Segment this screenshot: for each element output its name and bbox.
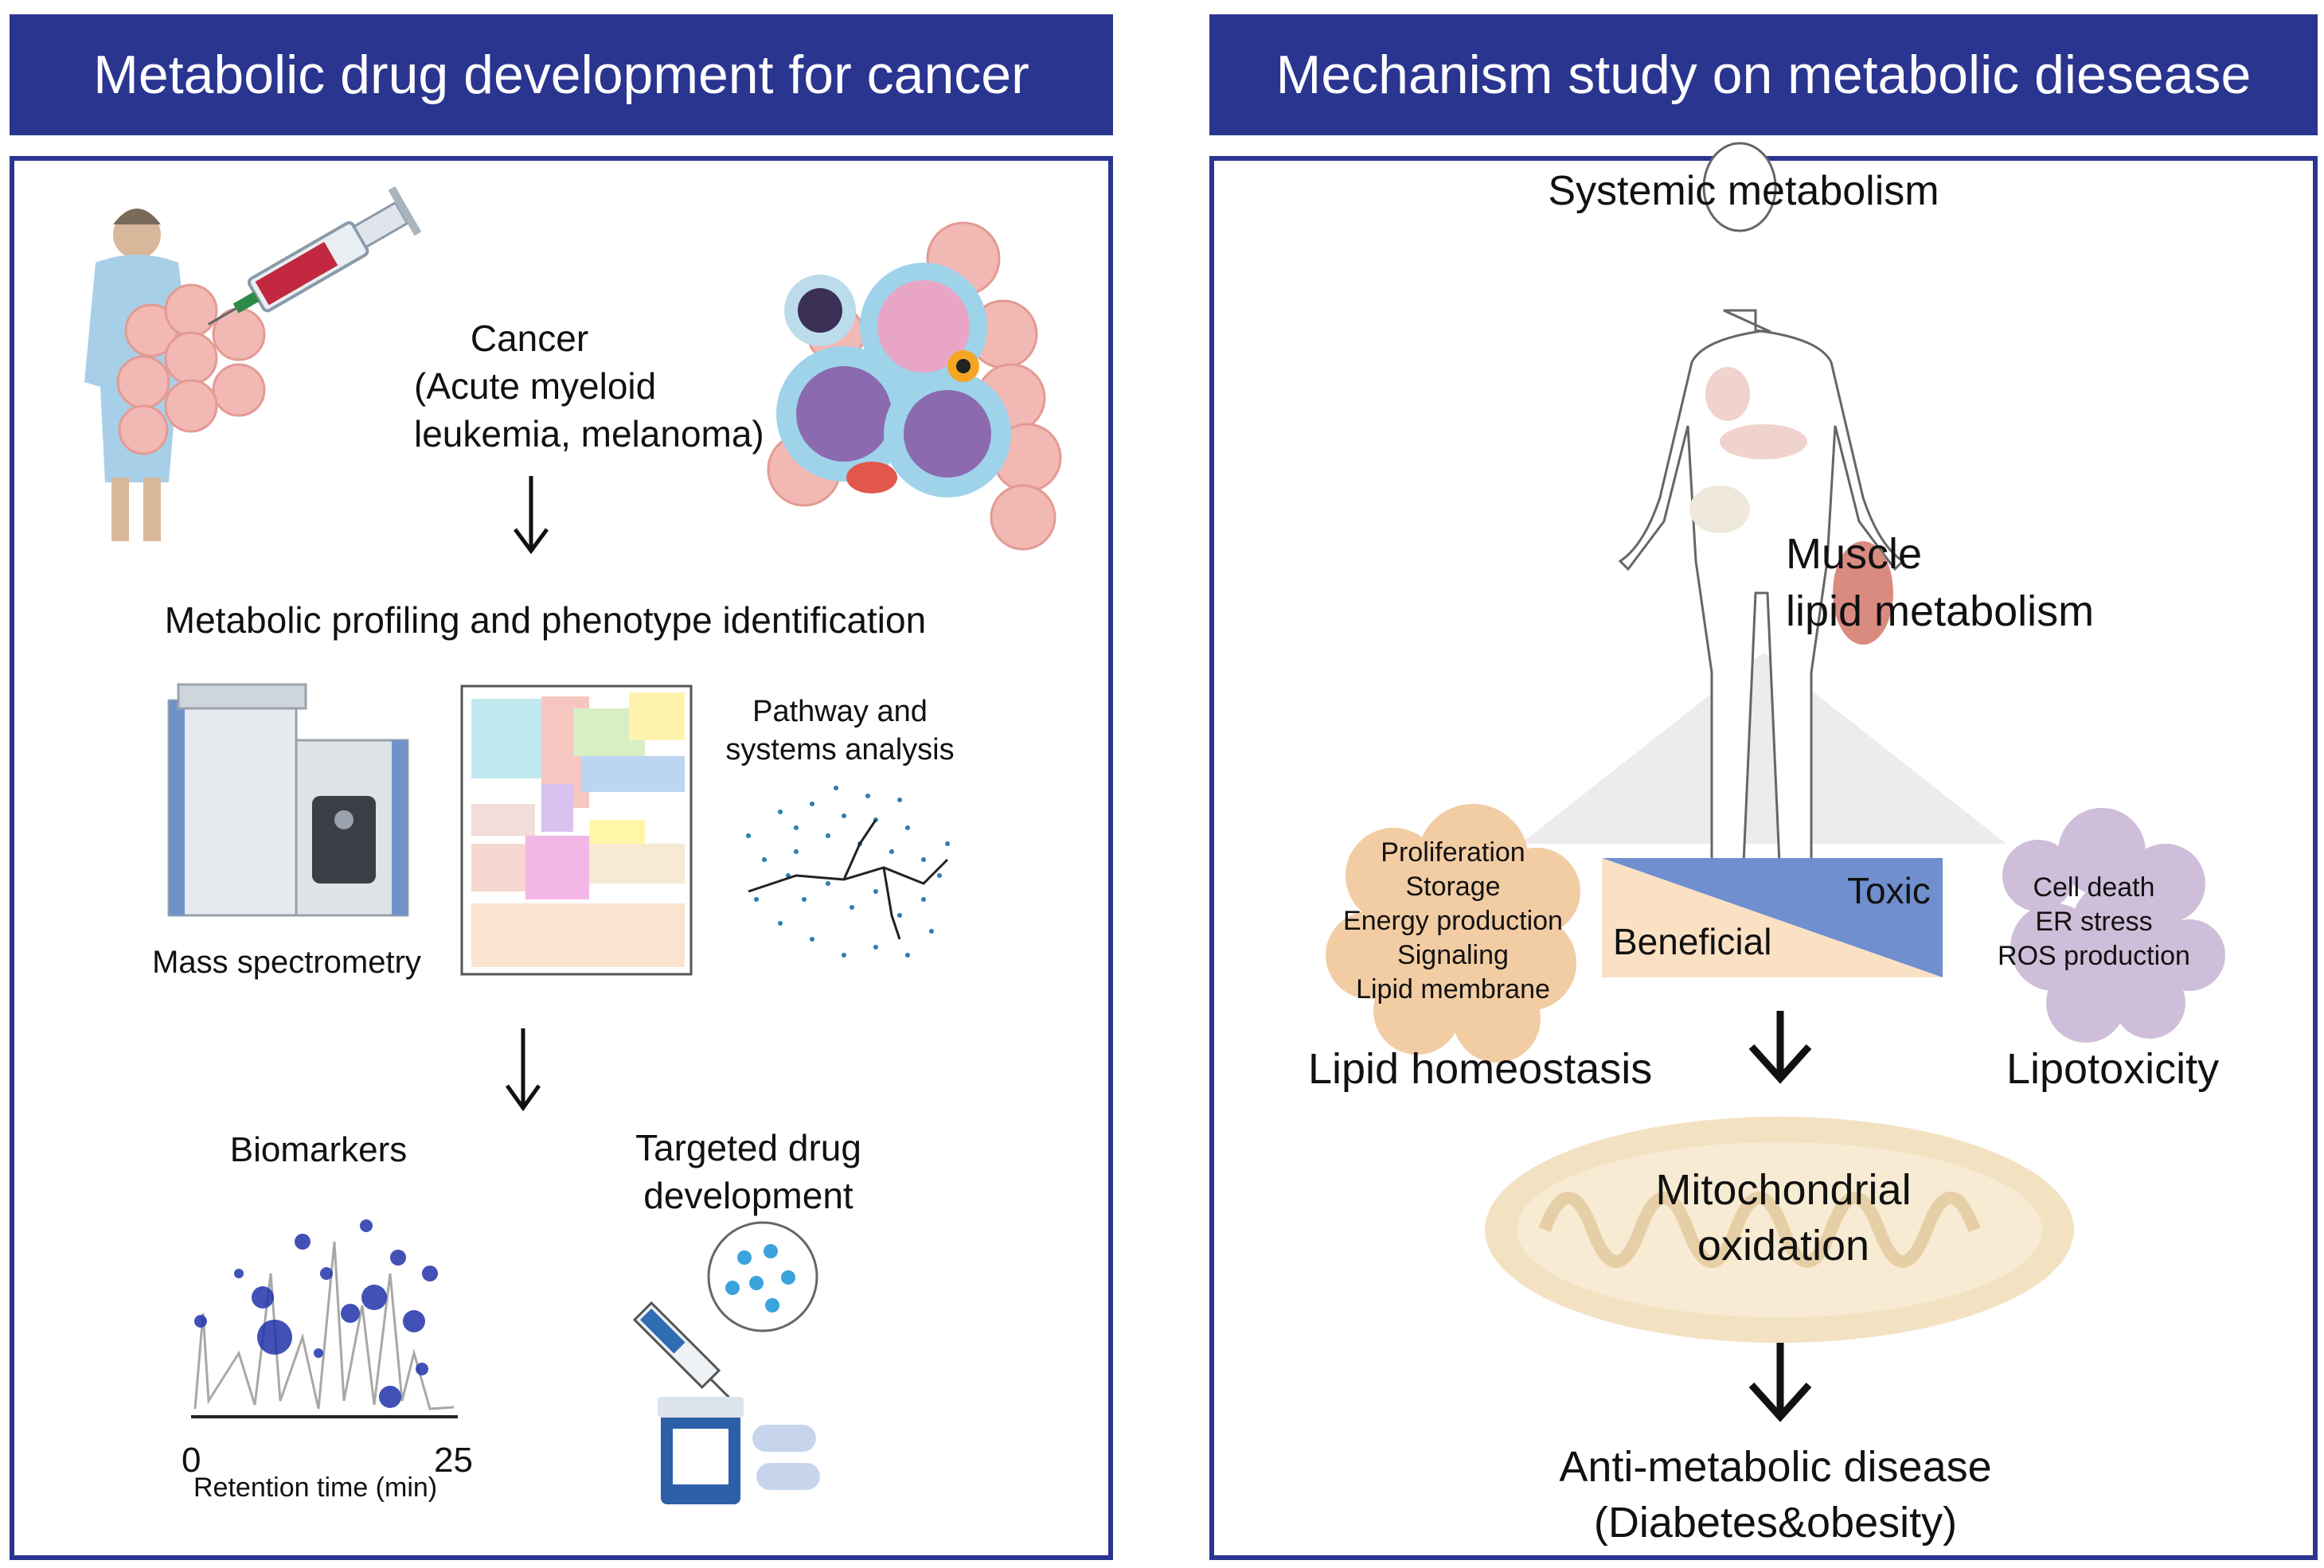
- targeted-label: Targeted drug development: [597, 1124, 900, 1219]
- toxicity-list: Cell death ER stress ROS production: [1982, 871, 2205, 973]
- mitochondrion-icon: [1485, 1117, 2074, 1343]
- biomarkers-title: Biomarkers: [229, 1130, 408, 1169]
- toxicity-item: ROS production: [1998, 941, 2190, 971]
- muscle-label-line2: lipid metabolism: [1786, 587, 2095, 635]
- profiling-title: Metabolic profiling and phenotype identi…: [164, 599, 927, 641]
- mass-spectrometer-icon: [167, 683, 409, 917]
- left-header: Metabolic drug development for cancer: [10, 14, 1113, 135]
- toxic-label: Toxic: [1847, 870, 1931, 911]
- mito-label: Mitochondrial oxidation: [1592, 1162, 1974, 1274]
- muscle-label: Muscle lipid metabolism: [1786, 525, 2094, 640]
- drug-icon: [632, 1221, 820, 1504]
- homeostasis-item: Proliferation: [1381, 837, 1525, 868]
- mito-label-line1: Mitochondrial: [1655, 1166, 1912, 1214]
- left-header-title: Metabolic drug development for cancer: [93, 45, 1029, 105]
- homeostasis-item: Storage: [1405, 872, 1501, 902]
- chromatogram-icon: [191, 1219, 458, 1418]
- targeted-label-line2: development: [643, 1175, 853, 1216]
- homeostasis-item: Signaling: [1397, 940, 1509, 970]
- mass-spec-label: Mass spectrometry: [152, 945, 421, 980]
- beneficial-label: Beneficial: [1613, 921, 1772, 962]
- cancer-label-line2: (Acute myeloid: [414, 365, 657, 407]
- damaged-cell-icon: [2002, 808, 2225, 1043]
- homeostasis-list: Proliferation Storage Energy production …: [1322, 836, 1584, 1007]
- pathway-label: Pathway and systems analysis: [717, 692, 963, 769]
- pathway-label-line2: systems analysis: [725, 733, 955, 766]
- targeted-label-line1: Targeted drug: [635, 1127, 861, 1168]
- axis-label: Retention time (min): [193, 1472, 438, 1503]
- muscle-icon: [1833, 541, 1893, 645]
- blood-cells-icon: [767, 221, 1062, 551]
- toxicity-item: Cell death: [2033, 872, 2155, 903]
- axis-max: 25: [434, 1441, 473, 1480]
- cancer-label-line1: Cancer: [470, 318, 589, 359]
- lipid-homeostasis-label: Lipid homeostasis: [1308, 1045, 1653, 1093]
- systemic-label: Systemic metabolism: [1548, 168, 1939, 214]
- mito-label-line2: oxidation: [1697, 1222, 1870, 1270]
- homeostasis-item: Energy production: [1343, 906, 1563, 936]
- right-header-title: Mechanism study on metabolic diesease: [1275, 45, 2252, 105]
- outcome-label-line1: Anti-metabolic disease: [1559, 1443, 1992, 1491]
- outcome-label: Anti-metabolic disease (Diabetes&obesity…: [1481, 1439, 2070, 1550]
- lipid-droplet-icon: [1326, 804, 1580, 1063]
- muscle-label-line1: Muscle: [1786, 530, 1923, 578]
- outcome-label-line2: (Diabetes&obesity): [1593, 1499, 1958, 1547]
- cancer-cells-cluster-left: [116, 283, 266, 455]
- human-body-icon: [1618, 142, 1905, 865]
- network-graph-icon: [746, 786, 950, 958]
- toxicity-item: ER stress: [2035, 907, 2153, 937]
- focus-cone: [1521, 653, 2006, 844]
- right-header: Mechanism study on metabolic diesease: [1209, 14, 2318, 135]
- pathway-label-line1: Pathway and: [752, 695, 928, 728]
- pathway-map-icon: [460, 685, 693, 976]
- arrow-down-3: [1748, 1011, 1812, 1084]
- axis-min: 0: [182, 1441, 201, 1480]
- arrow-down-1: [513, 476, 549, 555]
- beneficial-triangle: [1602, 858, 1943, 977]
- organs-icon: [1689, 367, 1807, 533]
- homeostasis-item: Lipid membrane: [1356, 974, 1550, 1004]
- syringe-icon: [207, 186, 422, 326]
- lipotoxicity-label: Lipotoxicity: [2006, 1045, 2220, 1093]
- arrow-down-2: [505, 1028, 541, 1112]
- arrow-down-4: [1748, 1341, 1812, 1422]
